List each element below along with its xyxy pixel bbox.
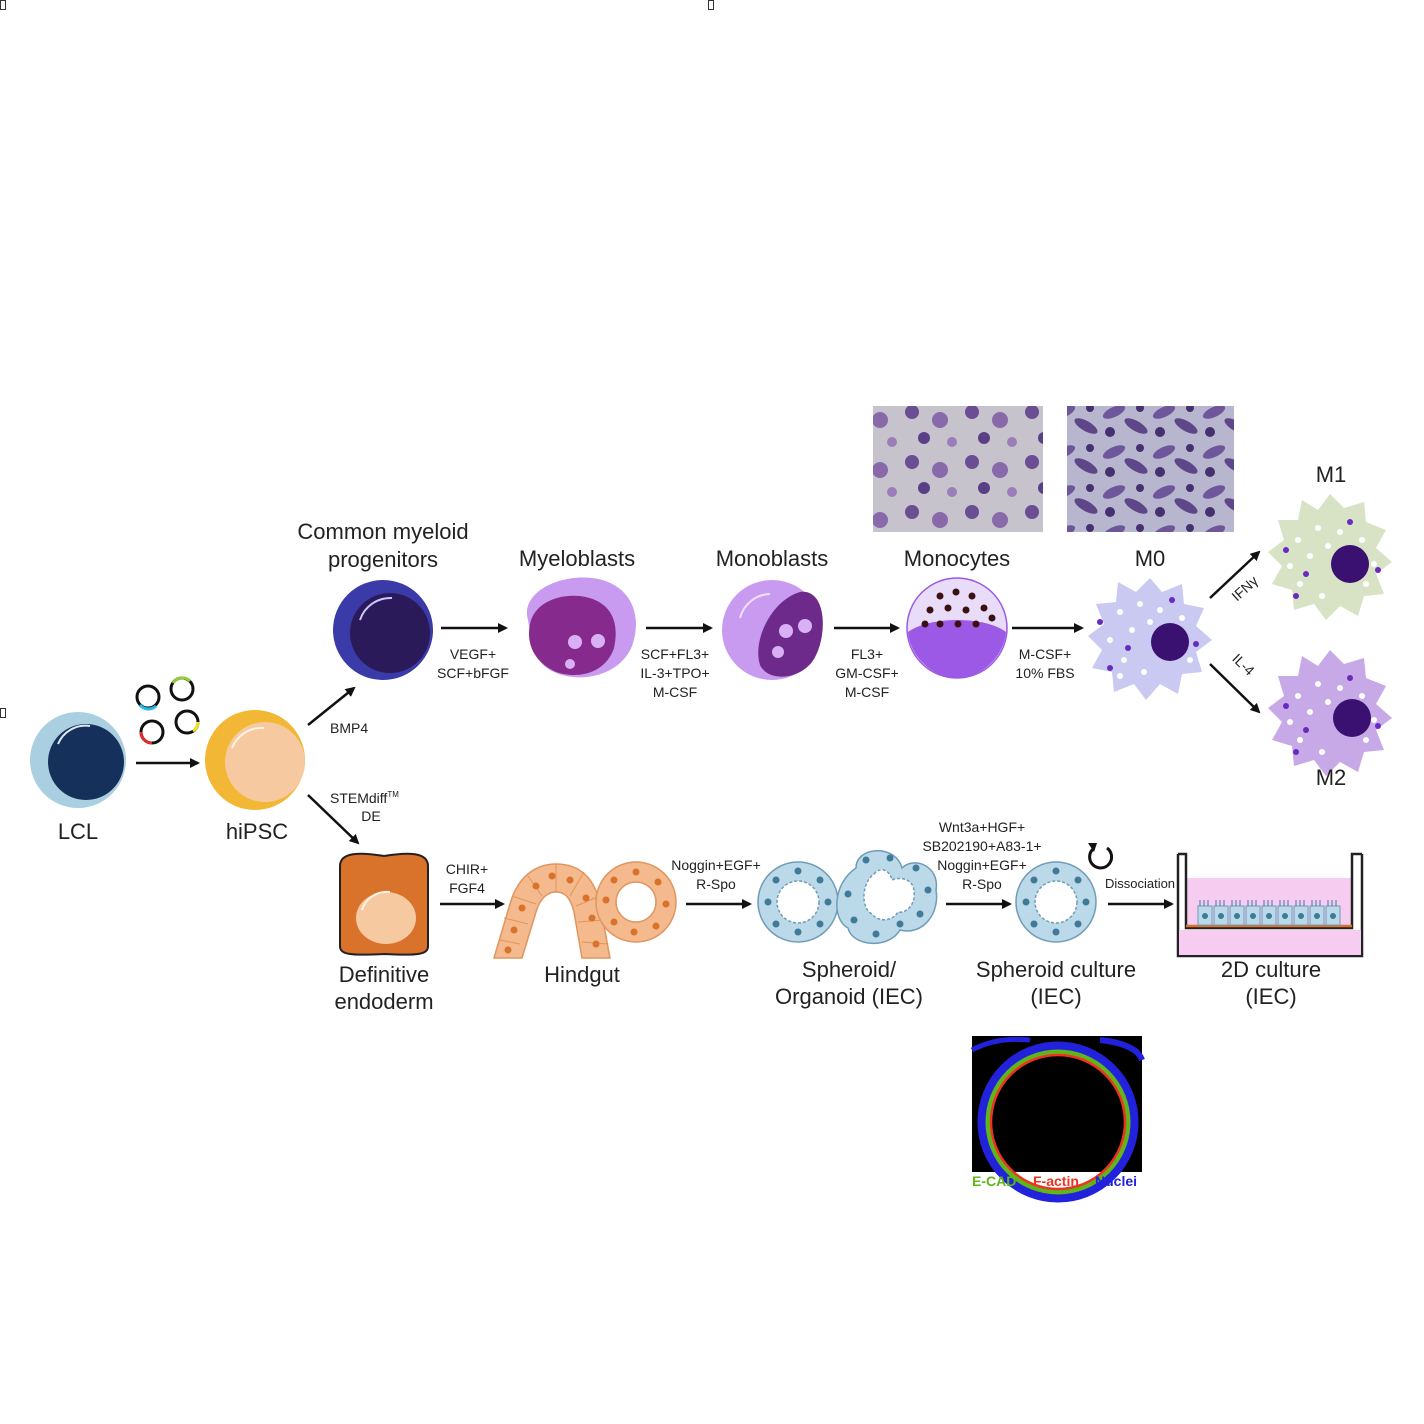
factor-vegf-1: VEGF+: [450, 646, 496, 662]
endoderm-label-line2: endoderm: [334, 989, 433, 1014]
plasmids-icon: [135, 676, 200, 745]
culture-label-line1: Spheroid culture: [976, 957, 1136, 982]
monoblasts-label: Monoblasts: [716, 546, 829, 571]
lcl-label: LCL: [58, 819, 98, 844]
hindgut-label: Hindgut: [544, 962, 620, 987]
factor-vegf-2: SCF+bFGF: [437, 665, 509, 681]
factor-noggin-1: Noggin+EGF+: [671, 857, 761, 873]
factor-fl3-3: M-CSF: [845, 684, 889, 700]
monocyte-cell-icon: [906, 577, 1008, 679]
factor-mcsf-2: 10% FBS: [1015, 665, 1074, 681]
factor-mcsf-1: M-CSF+: [1019, 646, 1072, 662]
m1-label: M1: [1316, 462, 1347, 487]
legend-nuclei: Nuclei: [1095, 1173, 1137, 1189]
factor-chir-2: FGF4: [449, 880, 485, 896]
hipsc-cell-icon: [205, 710, 305, 810]
m0-label: M0: [1135, 546, 1166, 571]
selection-handle-top-center: [708, 0, 714, 10]
factor-wnt-2: SB202190+A83-1+: [922, 838, 1041, 854]
legend-ecad: E-CAD: [972, 1173, 1016, 1189]
arrow-m0-m2: [1209, 663, 1261, 714]
transwell-icon: [1176, 852, 1364, 958]
factor-stemdiff: STEMdiffTM: [330, 790, 399, 806]
factor-scf-1: SCF+FL3+: [641, 646, 709, 662]
endoderm-label-line1: Definitive: [339, 962, 429, 987]
factor-wnt-1: Wnt3a+HGF+: [939, 819, 1025, 835]
spheroid-label-line2: Organoid (IEC): [775, 984, 923, 1009]
factor-wnt-3: Noggin+EGF+: [937, 857, 1027, 873]
refresh-cycle-icon: [1088, 843, 1114, 870]
cmp-label-line2: progenitors: [328, 547, 438, 572]
m0-macrophage-icon: [1088, 578, 1212, 700]
factor-de: DE: [361, 808, 380, 824]
m2-macrophage-icon: [1268, 650, 1392, 776]
factor-fl3-1: FL3+: [851, 646, 883, 662]
selection-handle-top-left: [0, 0, 6, 10]
factor-chir-1: CHIR+: [446, 861, 488, 877]
spheroid-culture-icon: [1015, 861, 1097, 943]
endoderm-cell-icon: [339, 852, 429, 956]
factor-il4: IL-4: [1229, 650, 1258, 678]
myeloblast-cell-icon: [526, 577, 636, 678]
arrow-m0-m1: [1209, 550, 1261, 599]
spheroid-icon: [757, 861, 839, 943]
hindgut-ring-icon: [595, 861, 677, 943]
myeloblasts-label: Myeloblasts: [519, 546, 635, 571]
organoid-icon: [836, 850, 938, 945]
monocyte-micrograph: [873, 406, 1043, 532]
m2-label: M2: [1316, 765, 1347, 790]
legend-factin: F-actin: [1033, 1173, 1079, 1189]
factor-bmp4: BMP4: [330, 720, 368, 736]
hindgut-tube-icon: [492, 863, 611, 959]
spheroid-label-line1: Spheroid/: [802, 957, 897, 982]
twod-label-line2: (IEC): [1245, 984, 1296, 1009]
twod-label-line1: 2D culture: [1221, 957, 1321, 982]
factor-scf-3: M-CSF: [653, 684, 697, 700]
culture-label-line2: (IEC): [1030, 984, 1081, 1009]
cmp-label-line1: Common myeloid: [297, 519, 468, 544]
arrow-hipsc-cmp: [307, 686, 356, 726]
cmp-cell-icon: [333, 580, 433, 680]
factor-dissociation: Dissociation: [1105, 876, 1175, 891]
factor-noggin-2: R-Spo: [696, 876, 736, 892]
hipsc-label: hiPSC: [226, 819, 288, 844]
m1-macrophage-icon: [1268, 494, 1392, 620]
factor-scf-2: IL-3+TPO+: [640, 665, 709, 681]
lcl-cell-icon: [30, 712, 126, 808]
factor-fl3-2: GM-CSF+: [835, 665, 898, 681]
arrow-hipsc-de: [307, 794, 360, 845]
immunofluorescence-image: [970, 1036, 1145, 1203]
m0-micrograph: [1067, 406, 1234, 532]
monocytes-label: Monocytes: [904, 546, 1010, 571]
selection-handle-middle-left: [0, 708, 6, 718]
monoblast-cell-icon: [722, 580, 823, 680]
factor-wnt-4: R-Spo: [962, 876, 1002, 892]
